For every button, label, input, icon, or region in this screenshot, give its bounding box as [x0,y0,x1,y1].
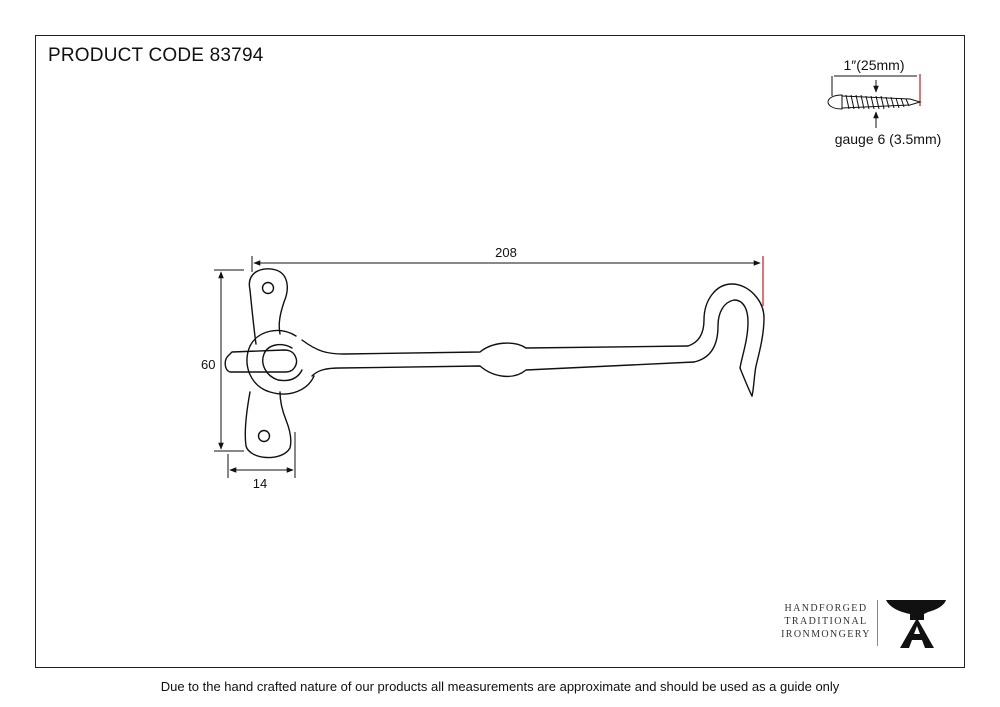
eye-ring-outer [246,329,315,395]
eye-ring-inner [262,343,303,382]
brand-tagline: HANDFORGED TRADITIONAL IRONMONGERY [780,602,872,641]
drawing-frame [35,35,965,668]
anvil-logo-icon [886,600,946,648]
plate-bottom-lobe [244,391,292,459]
footer-disclaimer: Due to the hand crafted nature of our pr… [160,679,840,694]
pin-knob [224,349,298,373]
width-dimension-label: 14 [253,476,267,491]
brand-line-handforged: HANDFORGED [784,603,868,614]
shank-bottom-edge [311,361,695,377]
length-dimension-label: 208 [495,245,517,260]
screw-shank [841,95,922,109]
plate-left-edge [249,289,257,345]
brand-line-ironmongery: IRONMONGERY [781,629,871,640]
hook-curl-inner [693,299,749,369]
screw-length-label: 1″(25mm) [844,57,905,73]
brand-line-traditional: TRADITIONAL [784,616,868,627]
brand-divider [877,600,878,646]
plate-hole-bottom [257,429,271,443]
screw-gauge-label: gauge 6 (3.5mm) [835,131,942,147]
shank-top-edge [301,339,689,355]
plate-hole-top [261,281,275,295]
screw-head [827,94,843,110]
product-code-title: PRODUCT CODE 83794 [48,45,264,66]
screw-thread [845,94,910,110]
hook-curl [687,283,765,397]
height-dimension-label: 60 [201,357,215,372]
cabin-hook-outline [224,268,765,459]
dimensions [214,256,764,478]
plate-top-lobe [248,268,288,335]
screw-diagram [827,74,922,128]
hook-tip [739,367,753,397]
